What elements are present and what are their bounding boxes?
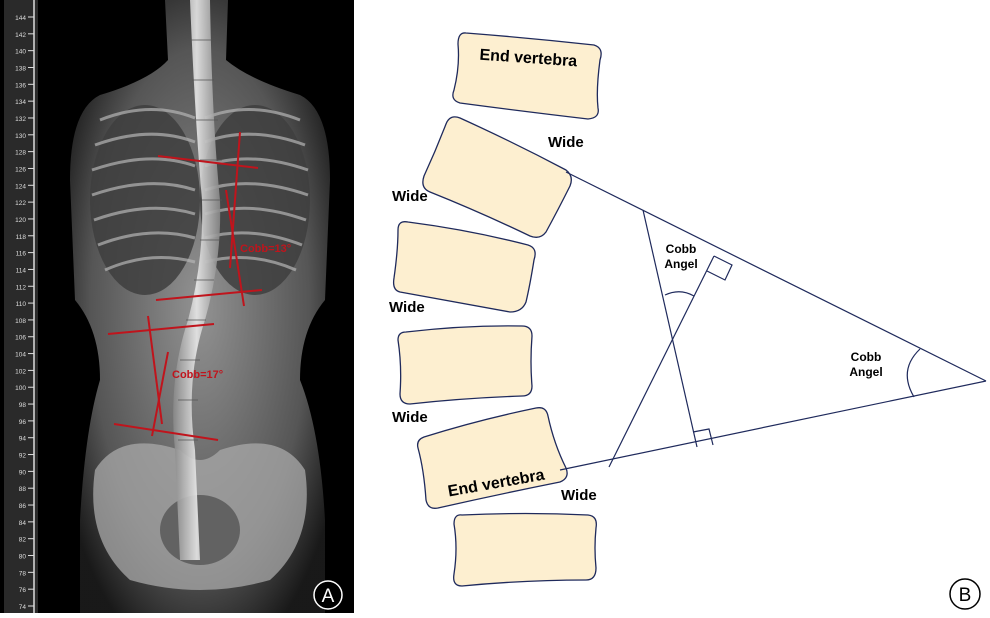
- svg-text:B: B: [959, 585, 972, 606]
- inner-angle-arc: [665, 292, 694, 296]
- wide-label-4: Wide: [392, 409, 428, 426]
- lower-endplate-line: [560, 381, 986, 470]
- perpendicular-from-lower: [609, 256, 714, 467]
- cobb-upper-label: Cobb=13°: [240, 243, 291, 255]
- inner-cobb-label-1: Cobb: [666, 242, 697, 256]
- upper-endplate-line: [566, 172, 986, 381]
- ruler-tick-label: 116: [16, 251, 27, 258]
- ruler-tick-label: 126: [15, 166, 26, 173]
- ruler-tick-label: 104: [15, 352, 26, 359]
- vertebra-end-top: [453, 33, 601, 119]
- ruler-tick-label: 78: [19, 570, 27, 577]
- ruler-tick-label: 106: [15, 335, 26, 342]
- ruler-tick-label: 134: [15, 99, 26, 106]
- ruler-tick-label: 128: [15, 150, 26, 157]
- ruler-tick-label: 94: [19, 436, 27, 443]
- xray-panel: 144 142 140 138 136 134 132 130 128 126 124 122 120 1…: [0, 0, 354, 613]
- cobb-diagram: End vertebra End vertebra Wide Wide Wide…: [354, 0, 990, 613]
- wide-label-2: Wide: [392, 188, 428, 205]
- ruler-tick-label: 142: [15, 32, 26, 39]
- ruler-tick-label: 136: [15, 82, 26, 89]
- svg-text:A: A: [322, 586, 335, 607]
- cobb-construction-lines: [560, 172, 986, 470]
- ruler-tick-label: 90: [19, 469, 27, 476]
- cobb-lower-label: Cobb=17°: [172, 369, 223, 381]
- ruler-tick-label: 132: [15, 116, 26, 123]
- wide-label-1: Wide: [548, 134, 584, 151]
- ruler-tick-label: 98: [19, 402, 27, 409]
- ruler-tick-label: 118: [16, 234, 27, 241]
- ruler-tick-label: 92: [19, 453, 27, 460]
- ruler-tick-label: 122: [15, 200, 26, 207]
- outer-angle-arc: [907, 349, 920, 397]
- ruler-tick-label: 74: [19, 604, 27, 611]
- ruler-tick-label: 110: [16, 301, 27, 308]
- panel-letter-b: B: [950, 579, 980, 609]
- ruler-tick-label: 96: [19, 419, 27, 426]
- wide-label-5: Wide: [561, 487, 597, 504]
- ruler-tick-label: 80: [19, 554, 27, 561]
- ruler-tick-label: 120: [15, 217, 26, 224]
- body-silhouette: [70, 0, 330, 613]
- outer-cobb-label-1: Cobb: [851, 350, 882, 364]
- ruler-tick-label: 82: [19, 537, 27, 544]
- ruler-tick-label: 102: [15, 368, 26, 375]
- cobb-diagram-panel: End vertebra End vertebra Wide Wide Wide…: [354, 0, 990, 613]
- right-angle-upper: [707, 256, 732, 280]
- vertebra-4: [398, 326, 532, 404]
- ruler-tick-label: 124: [15, 183, 26, 190]
- outer-cobb-label-2: Angel: [849, 365, 882, 379]
- ruler-tick-label: 86: [19, 503, 27, 510]
- inner-cobb-label-2: Angel: [664, 257, 697, 271]
- ruler-tick-label: 138: [15, 65, 26, 72]
- ruler-tick-label: 84: [19, 520, 27, 527]
- xray-image: 144 142 140 138 136 134 132 130 128 126 124 122 120 1…: [0, 0, 354, 613]
- panel-letter-a: A: [314, 581, 342, 609]
- ruler-tick-label: 112: [16, 284, 27, 291]
- vertebra-6: [454, 514, 597, 587]
- ruler-tick-label: 140: [15, 49, 26, 56]
- vertebra-end-bottom: [418, 408, 568, 509]
- ruler-tick-label: 76: [19, 587, 27, 594]
- ruler-tick-label: 88: [19, 486, 27, 493]
- ruler-tick-label: 114: [16, 267, 27, 274]
- ruler-tick-label: 130: [15, 133, 26, 140]
- ruler-tick-label: 144: [15, 15, 26, 22]
- wide-label-3: Wide: [389, 299, 425, 316]
- ruler-tick-label: 108: [15, 318, 26, 325]
- ruler-tick-label: 100: [15, 385, 26, 392]
